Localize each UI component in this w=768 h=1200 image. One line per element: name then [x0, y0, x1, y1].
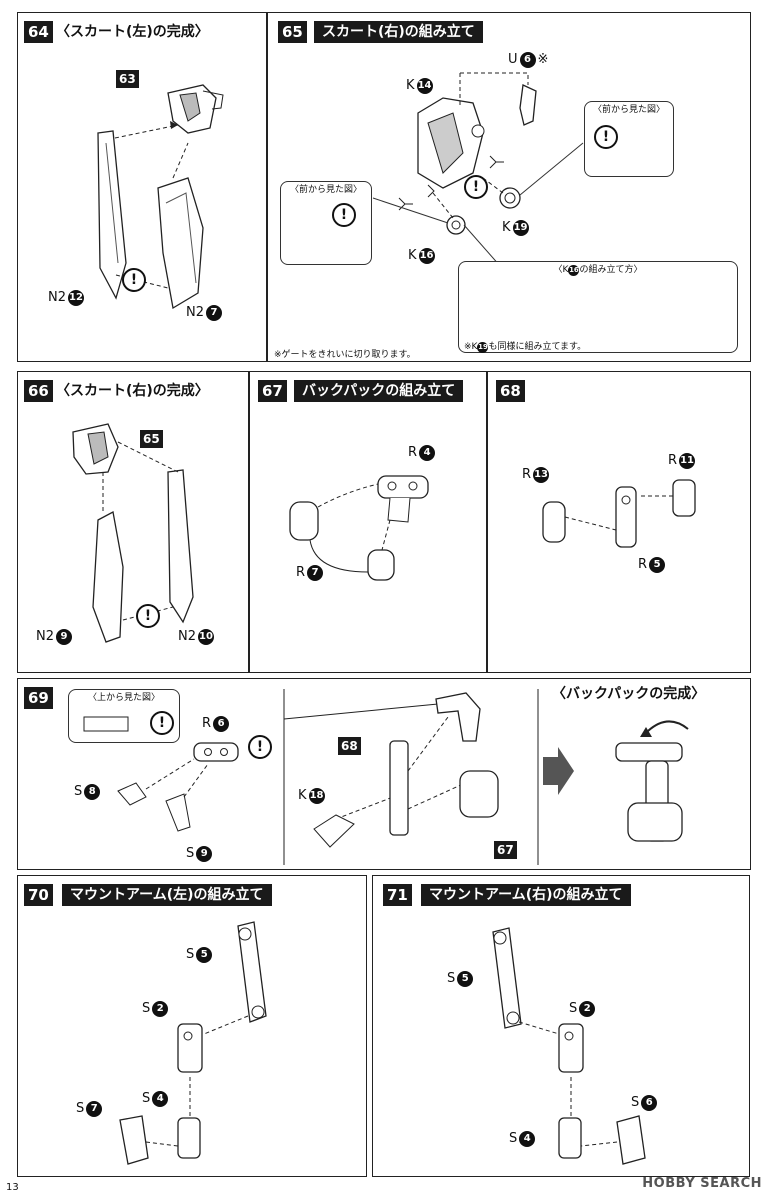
step-title: マウントアーム(左)の組み立て — [62, 884, 272, 906]
step-number: 69 — [24, 687, 53, 709]
warning-icon: ! — [464, 175, 488, 199]
step-number: 67 — [258, 380, 287, 402]
ref-tag-67: 67 — [494, 841, 517, 859]
skirt-right-complete-diagram — [72, 423, 194, 643]
step-number: 71 — [383, 884, 412, 906]
page-number: 13 — [6, 1182, 19, 1193]
bubble-title: 〈K16の組み立て方〉 — [553, 265, 643, 276]
warning-icon: ! — [122, 268, 146, 292]
backpack-complete-diagram — [83, 689, 689, 865]
gate-note: ※ゲートをきれいに切り取ります。 — [274, 350, 416, 360]
step-title: 〈スカート(左)の完成〉 — [56, 24, 209, 40]
skirt-left-diagram — [97, 84, 224, 310]
step-number: 70 — [24, 884, 53, 906]
step-number: 64 — [24, 21, 53, 43]
mount-arm-right-diagram — [492, 927, 646, 1165]
step-number: 66 — [24, 380, 53, 402]
step-title: 〈スカート(右)の完成〉 — [56, 383, 209, 399]
step-title: スカート(右)の組み立て — [314, 21, 483, 43]
warning-icon: ! — [150, 711, 174, 735]
step-title: バックパックの組み立て — [294, 380, 464, 402]
step-number: 65 — [278, 21, 307, 43]
warning-icon: ! — [136, 604, 160, 628]
backpack-joint-diagram — [542, 479, 696, 548]
step-title: マウントアーム(右)の組み立て — [421, 884, 631, 906]
watermark: HOBBY SEARCH — [642, 1176, 762, 1191]
backpack-assembly-diagram — [289, 475, 429, 581]
front-view-bubble-left: 〈前から見た図〉 — [280, 181, 372, 265]
mount-arm-left-diagram — [119, 921, 267, 1165]
bubble-title: 〈前から見た図〉 — [289, 185, 362, 195]
same-assembly-note: ※K19も同様に組み立てます。 — [464, 342, 587, 353]
step-number: 68 — [496, 380, 525, 402]
ref-tag-63: 63 — [116, 70, 139, 88]
warning-icon: ! — [594, 125, 618, 149]
bubble-title: 〈前から見た図〉 — [592, 105, 665, 115]
bubble-title: 〈上から見た図〉 — [87, 693, 160, 703]
complete-title: 〈バックパックの完成〉 — [552, 686, 706, 702]
ref-tag-68: 68 — [338, 737, 361, 755]
warning-icon: ! — [332, 203, 356, 227]
warning-icon: ! — [248, 735, 272, 759]
ref-tag-65: 65 — [140, 430, 163, 448]
assembly-method-bubble: 〈K16の組み立て方〉 — [458, 261, 738, 353]
